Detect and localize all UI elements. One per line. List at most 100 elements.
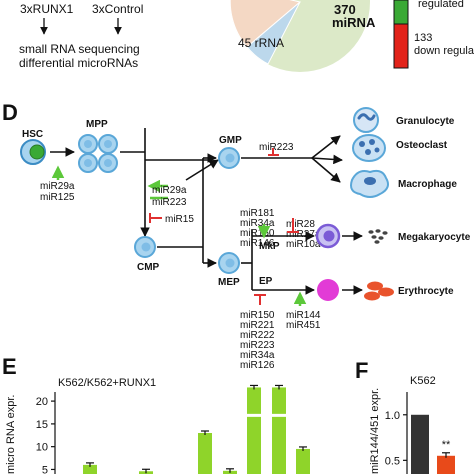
panel-f-bar <box>411 414 429 474</box>
method-line1: small RNA sequencing <box>19 42 140 56</box>
panel-e-title: K562/K562+RUNX1 <box>58 377 156 389</box>
ep-repress-mir-2: miR221 <box>240 320 275 331</box>
panel-e-ytick-label: 15 <box>36 419 48 431</box>
mkp-label: MkP <box>259 241 280 252</box>
to-osteoclast-arrow <box>311 154 343 165</box>
panel-e-axis-break <box>271 413 287 417</box>
ep-cell <box>317 279 339 301</box>
pie-label-mirna-text: miRNA <box>332 15 376 30</box>
panel-e-ytick-label: 10 <box>36 442 48 454</box>
cmp-cell <box>134 236 156 258</box>
mpp-repress-inhibitor <box>149 213 162 223</box>
up-regulated-swatch <box>393 0 409 25</box>
panel-e-bars <box>83 384 310 474</box>
mkp-up-mir-4: miR146 <box>240 238 275 249</box>
hsc-mir-1: miR29a <box>40 181 75 192</box>
hsc-cell <box>20 139 46 165</box>
panel-f-bars: ** <box>411 414 455 474</box>
panel-e-bar <box>272 387 286 474</box>
gmp-repress-inhibitor <box>268 148 279 156</box>
pie-chart: 45 rRNA 370 miRNA <box>229 0 376 72</box>
down-count: 133 <box>414 32 432 44</box>
mkp-up-mir-1: miR181 <box>240 208 275 219</box>
panel-e-axis-break <box>246 413 262 417</box>
granulocyte-label: Granulocyte <box>396 116 455 127</box>
mkp-up-mir-2: miR34a <box>240 218 275 229</box>
pie-slice-rrna <box>229 0 302 48</box>
panel-f-bar <box>437 455 455 474</box>
mpp-mir-1: miR29a <box>152 185 187 196</box>
ep-up-mir-1: miR144 <box>286 310 321 321</box>
group1-label: 3xRUNX1 <box>20 2 74 16</box>
panel-f: F K562 miR144/451 expr. 1.0 0.5 ** <box>355 358 455 474</box>
hsc-mir-2: miR125 <box>40 192 75 203</box>
mkp-down-mir-2: miR27a <box>286 229 321 240</box>
ep-repress-mir-1: miR150 <box>240 310 275 321</box>
up-regulated-label: regulated <box>418 0 464 10</box>
to-granulocyte-arrow <box>311 135 341 159</box>
panel-e-letter: E <box>2 354 17 379</box>
erythrocytes <box>364 281 394 301</box>
mpp-repress-mir: miR15 <box>165 214 194 225</box>
panel-f-ylabel: miR144/451 expr. <box>369 388 381 474</box>
pie-label-mirna-count: 370 <box>334 2 356 17</box>
panel-e-bar <box>83 464 97 474</box>
macrophage-label: Macrophage <box>398 179 457 190</box>
panel-e-ylabel: micro RNA expr. <box>5 395 17 474</box>
panel-d-letter: D <box>2 100 18 125</box>
ep-label: EP <box>259 276 273 287</box>
erythrocyte-label: Erythrocyte <box>398 286 454 297</box>
to-gmp-arrow <box>185 159 219 181</box>
gmp-cell <box>218 147 240 169</box>
osteoclast-cell <box>352 134 386 162</box>
to-macrophage-arrow <box>311 157 341 183</box>
pie-slice-other <box>246 1 301 65</box>
panel-e-yticks: 20 15 10 5 <box>36 396 55 474</box>
panel-e-bar <box>296 448 310 474</box>
regulation-legend: regulated 133 down regulated <box>393 0 474 69</box>
hsc-label: HSC <box>22 129 43 140</box>
down-regulated-label: down regulated <box>414 45 474 57</box>
ep-repress-inhibitor <box>254 294 266 305</box>
mkp-down-mir-3: miR10a <box>286 239 321 250</box>
mkp-up-mir-3: miR150 <box>240 228 275 239</box>
ep-repress-mir-4: miR223 <box>240 340 275 351</box>
mpp-cells <box>78 134 118 173</box>
panel-d: D HSC miR29a miR125 MPP miR29a <box>2 100 471 371</box>
panel-e-bar <box>198 433 212 474</box>
ep-repress-mir-6: miR126 <box>240 360 275 371</box>
method-line2: differential microRNAs <box>19 56 138 70</box>
cmp-label: CMP <box>137 262 160 273</box>
ep-up-mir-2: miR451 <box>286 320 321 331</box>
pie-label-rrna: 45 rRNA <box>238 36 284 50</box>
osteoclast-label: Osteoclast <box>396 140 448 151</box>
mep-cell <box>218 252 240 274</box>
mkp-cell <box>315 223 341 249</box>
panel-c: 3xRUNX1 3xControl small RNA sequencing d… <box>19 0 474 72</box>
mkp-repress-inhibitor <box>287 218 299 233</box>
panel-f-ytick-label: 1.0 <box>385 410 400 422</box>
down-regulated-swatch <box>393 23 409 69</box>
panel-e-ytick-label: 5 <box>42 464 48 474</box>
granulocyte-cell <box>353 107 379 133</box>
mep-label: MEP <box>218 277 240 288</box>
group2-label: 3xControl <box>92 2 143 16</box>
ep-repress-mir-5: miR34a <box>240 350 275 361</box>
megakaryocyte-label: Megakaryocyte <box>398 232 471 243</box>
mpp-mir-2: miR223 <box>152 197 187 208</box>
panel-f-title: K562 <box>410 375 436 387</box>
panel-e-bar <box>247 387 261 474</box>
panel-f-ytick-label: 0.5 <box>385 455 400 467</box>
ep-repress-mir-3: miR222 <box>240 330 275 341</box>
panel-e-ytick-label: 20 <box>36 396 48 408</box>
gmp-repress-mir: miR223 <box>259 142 294 153</box>
panel-f-significance: ** <box>442 439 451 451</box>
mpp-label: MPP <box>86 119 108 130</box>
panel-f-letter: F <box>355 358 368 383</box>
mkp-down-mir-1: miR28 <box>286 219 315 230</box>
panel-e: E K562/K562+RUNX1 micro RNA expr. 20 15 10… <box>2 354 310 474</box>
gmp-label: GMP <box>219 135 242 146</box>
macrophage-cell <box>350 169 389 198</box>
panel-f-yticks: 1.0 0.5 <box>385 410 407 467</box>
